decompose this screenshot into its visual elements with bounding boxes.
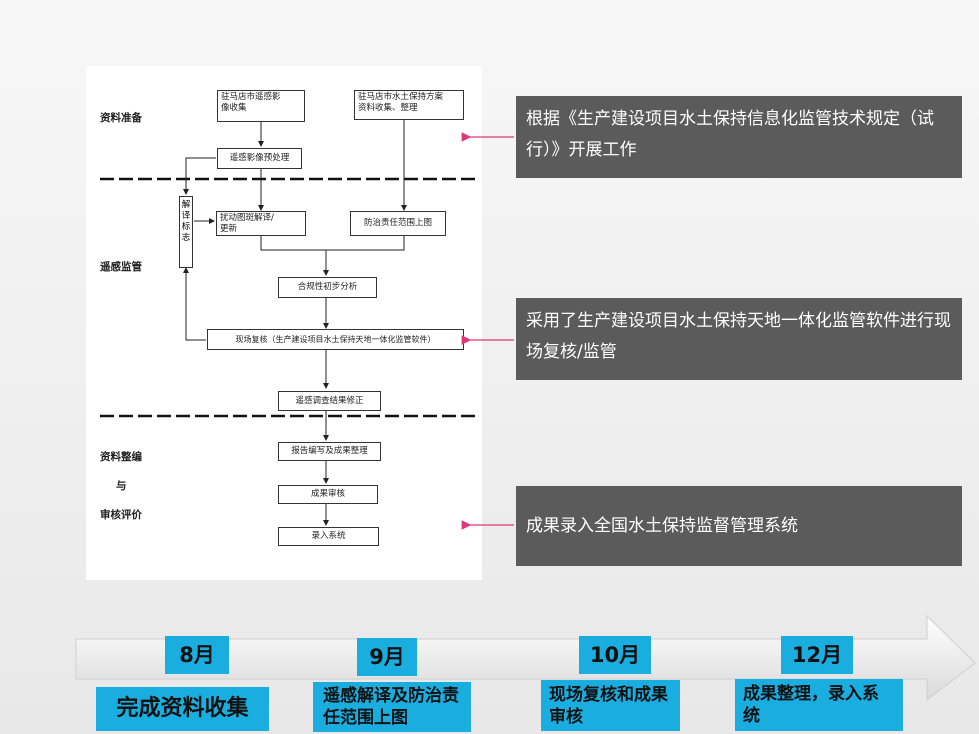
box-interp-sign: 解译标志 [179, 196, 193, 268]
box-report: 报告编写及成果整理 [278, 442, 381, 461]
month-tab-oct: 10月 [579, 636, 651, 674]
milestone-aug: 完成资料收集 [96, 687, 269, 731]
milestone-dec: 成果整理，录入系统 [735, 679, 903, 731]
box-compliance: 合规性初步分析 [278, 277, 377, 298]
callout-standard: 根据《生产建设项目水土保持信息化监管技术规定（试行）》开展工作 [516, 96, 962, 178]
milestone-oct: 现场复核和成果审核 [541, 680, 680, 731]
flowchart-connectors [100, 120, 476, 526]
stage-label-compile: 资料整编 [100, 451, 142, 463]
stage-label-and: 与 [116, 480, 127, 492]
box-rs-collect: 驻马店市遥感影 像收集 [217, 90, 305, 122]
flowchart-panel: 资料准备 遥感监管 资料整编 与 审核评价 驻马店市遥感影 像收集 驻马店市水土… [86, 66, 482, 580]
month-tab-dec: 12月 [781, 636, 853, 674]
callout-software: 采用了生产建设项目水土保持天地一体化监管软件进行现场复核/监管 [516, 298, 962, 380]
stage-label-prep: 资料准备 [100, 112, 142, 124]
box-result-review: 成果审核 [278, 485, 378, 504]
milestone-sep: 遥感解译及防治责任范围上图 [313, 682, 471, 732]
box-plan-collect: 驻马店市水土保持方案 资料收集、整理 [354, 90, 464, 120]
stage-label-monitor: 遥感监管 [100, 261, 142, 273]
month-tab-sep: 9月 [357, 638, 417, 676]
stage-label-review: 审核评价 [100, 509, 142, 521]
box-rs-preprocess: 遥感影像预处理 [217, 148, 302, 169]
callout-system-entry: 成果录入全国水土保持监督管理系统 [516, 486, 962, 566]
month-tab-aug: 8月 [165, 636, 229, 674]
box-disturb-interp: 扰动图斑解译/ 更新 [216, 211, 306, 236]
box-result-fix: 遥感调查结果修正 [278, 391, 381, 411]
box-entry: 录入系统 [278, 527, 379, 546]
box-resp-scope: 防治责任范围上图 [350, 211, 446, 236]
